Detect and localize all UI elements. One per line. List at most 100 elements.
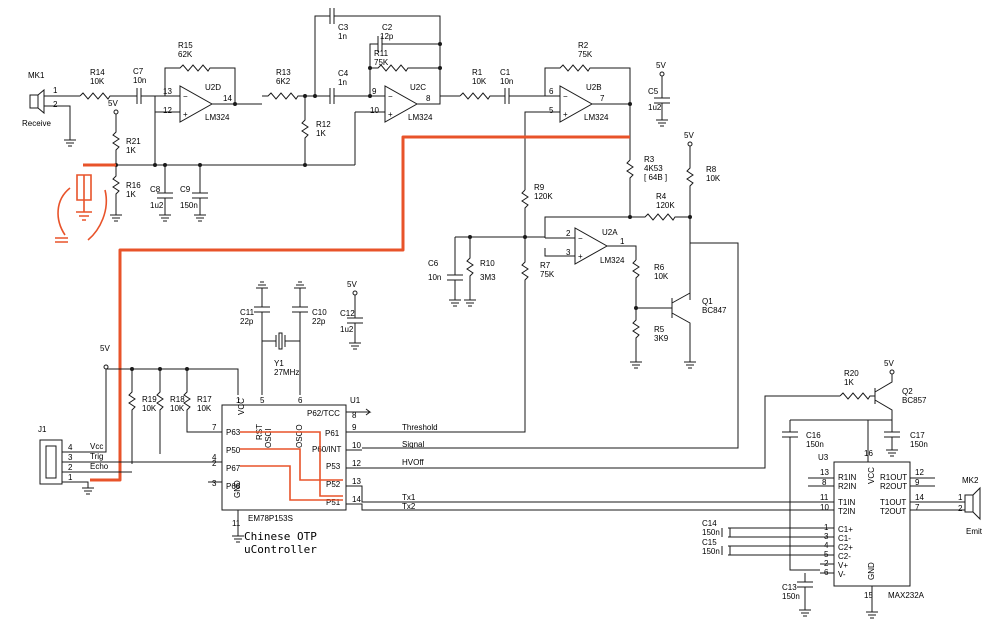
u3-pin9: 9 [915,478,920,487]
mk1-pin2: 2 [53,100,58,109]
j1-vcc: Vcc [90,442,103,451]
net-tx1: Tx1 [402,493,416,502]
c9-value: 150n [180,201,198,210]
c1-value: 10n [500,77,513,86]
r14-value: 10K [90,77,105,86]
r5-value: 3K9 [654,334,669,343]
u2a-opamp [574,227,609,265]
u3-pin13: 13 [820,468,829,477]
r1-label: R1 [472,68,483,77]
u1-pin-gnd: GND [233,480,242,498]
j1-pin2: 2 [68,463,73,472]
j1-connector [39,439,63,485]
c8-value: 1u2 [150,201,164,210]
y1-value: 27MHz [274,368,299,377]
r12-label: R12 [316,120,331,129]
u1-pin9: 9 [352,423,357,432]
annotation-line1: Chinese OTP [244,530,317,543]
c11-label: C11 [240,308,255,317]
u2d-type: LM324 [205,113,230,122]
u1-pin-p60: P60/INT [312,445,341,454]
r19-value: 10K [142,404,157,413]
u3-pin15: 15 [864,591,873,600]
mk1-pin1: 1 [53,86,58,95]
u2a-pin3: 3 [566,248,571,257]
u2b-pin6: 6 [549,87,554,96]
r11-label: R11 [374,49,389,58]
u1-pin-p51: P51 [326,498,341,507]
net-signal: Signal [402,440,424,449]
u3-pin11: 11 [820,493,829,502]
r15-value: 62K [178,50,193,59]
r20-label: R20 [844,369,859,378]
u2a-label: U2A [602,228,618,237]
u2c-type: LM324 [408,113,433,122]
c4-label: C4 [338,69,349,78]
u3-pin-r2out: R2OUT [880,482,907,491]
r7-label: R7 [540,261,551,270]
u3-max232a [833,461,911,587]
u2c-pin9: 9 [372,87,377,96]
u3-pin-c1m: C1- [838,534,851,543]
r21-value: 1K [126,146,136,155]
u2c-pin8: 8 [426,94,431,103]
u1-pin7: 7 [212,423,217,432]
mk1-label: MK1 [28,71,45,80]
u3-pin-vp: V+ [838,561,848,570]
c10-label: C10 [312,308,327,317]
q1-label: Q1 [702,297,713,306]
r21-label: R21 [126,137,141,146]
r20-value: 1K [844,378,854,387]
r10-value: 3M3 [480,273,496,282]
c17-value: 150n [910,440,928,449]
highlight-trace [90,135,630,482]
c14-value: 150n [702,528,720,537]
j1-trig: Trig [90,452,103,461]
u3-pin14: 14 [915,493,924,502]
net-threshold: Threshold [402,423,438,432]
u3-pin-r1in: R1IN [838,473,856,482]
c14-label: C14 [702,519,717,528]
u2d-pin14: 14 [223,94,232,103]
j1-pin1: 1 [68,473,73,482]
mk1-receive-label: Receive [22,119,51,128]
c15-value: 150n [702,547,720,556]
u2a-pin1: 1 [620,237,625,246]
u3-pin-c2m: C2- [838,552,851,561]
u3-pin-t2in: T2IN [838,507,856,516]
u1-pin8: 8 [352,411,357,420]
c1-label: C1 [500,68,511,77]
u3-pin-t1out: T1OUT [880,498,906,507]
net-tx2: Tx2 [402,502,416,511]
r7-value: 75K [540,270,555,279]
j1-pin3: 3 [68,453,73,462]
r10-label: R10 [480,259,495,268]
r13-label: R13 [276,68,291,77]
u1-pin13: 13 [352,477,361,486]
q2-label: Q2 [902,387,913,396]
r2-value: 75K [578,50,593,59]
r18-label: R18 [170,395,185,404]
u1-type: EM78P153S [248,514,293,523]
u3-type: MAX232A [888,591,925,600]
mk2-transducer [964,486,981,521]
c3-value: 1n [338,32,347,41]
highlight-sensor [76,174,92,221]
u1-pin4: 4 [212,453,217,462]
mk2-label: MK2 [962,476,979,485]
v5-q2: 5V [884,359,894,368]
u1-pin12: 12 [352,459,361,468]
v5-r8: 5V [684,131,694,140]
j1-echo: Echo [90,462,109,471]
u1-pin11: 11 [232,519,241,528]
r8-value: 10K [706,174,721,183]
u3-pin-t1in: T1IN [838,498,856,507]
c15-label: C15 [702,538,717,547]
r12-value: 1K [316,129,326,138]
u2d-opamp [179,85,214,123]
u1-microcontroller [221,404,347,511]
c11-value: 22p [240,317,254,326]
r9-value: 120K [534,192,553,201]
mk2-pin2: 2 [958,504,963,513]
u2d-pin13: 13 [163,87,172,96]
